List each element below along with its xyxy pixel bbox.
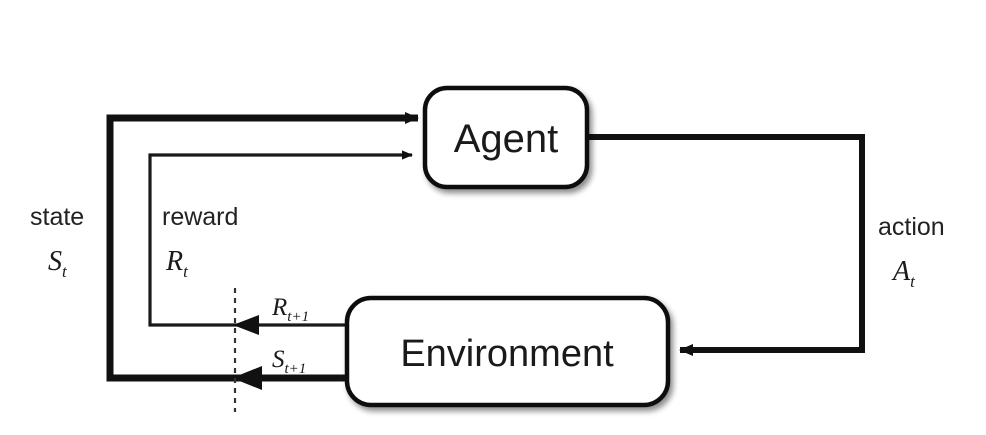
action-label-group: action At <box>878 213 945 291</box>
action-label-word: action <box>878 213 945 241</box>
state-label-symbol: St <box>48 246 68 281</box>
environment-label: Environment <box>400 333 614 375</box>
reward-label-word: reward <box>162 203 238 231</box>
reward-next-arrowhead <box>233 315 259 335</box>
reward-label-symbol: Rt <box>165 246 189 281</box>
reward-next-label: Rt+1 <box>271 294 309 325</box>
state-next-arrowhead <box>232 366 262 390</box>
state-symbol-subscript: t <box>62 262 68 281</box>
reward-symbol-subscript: t <box>183 262 189 281</box>
state-next-base: S <box>272 346 285 373</box>
reward-next-base: R <box>271 294 287 321</box>
reward-next-subscript: t+1 <box>287 309 309 325</box>
reward-symbol-base: R <box>165 246 183 277</box>
action-symbol-subscript: t <box>910 272 916 291</box>
environment-box[interactable] <box>344 295 671 408</box>
edge-action-path <box>587 134 865 356</box>
reward-label-group: reward Rt <box>162 203 238 281</box>
state-next-subscript: t+1 <box>285 361 307 377</box>
agent-label: Agent <box>454 117 559 161</box>
state-label-word: state <box>30 203 84 231</box>
action-symbol-base: A <box>891 256 911 287</box>
agent-node[interactable]: Agent <box>422 85 590 190</box>
edge-state-path <box>106 112 419 390</box>
action-label-symbol: At <box>891 256 916 291</box>
state-label-group: state St <box>30 203 84 281</box>
edge-reward-path <box>148 150 413 335</box>
agent-box[interactable] <box>422 85 590 190</box>
state-next-label: St+1 <box>272 346 306 377</box>
state-symbol-base: S <box>48 246 62 277</box>
environment-node[interactable]: Environment <box>344 295 671 408</box>
